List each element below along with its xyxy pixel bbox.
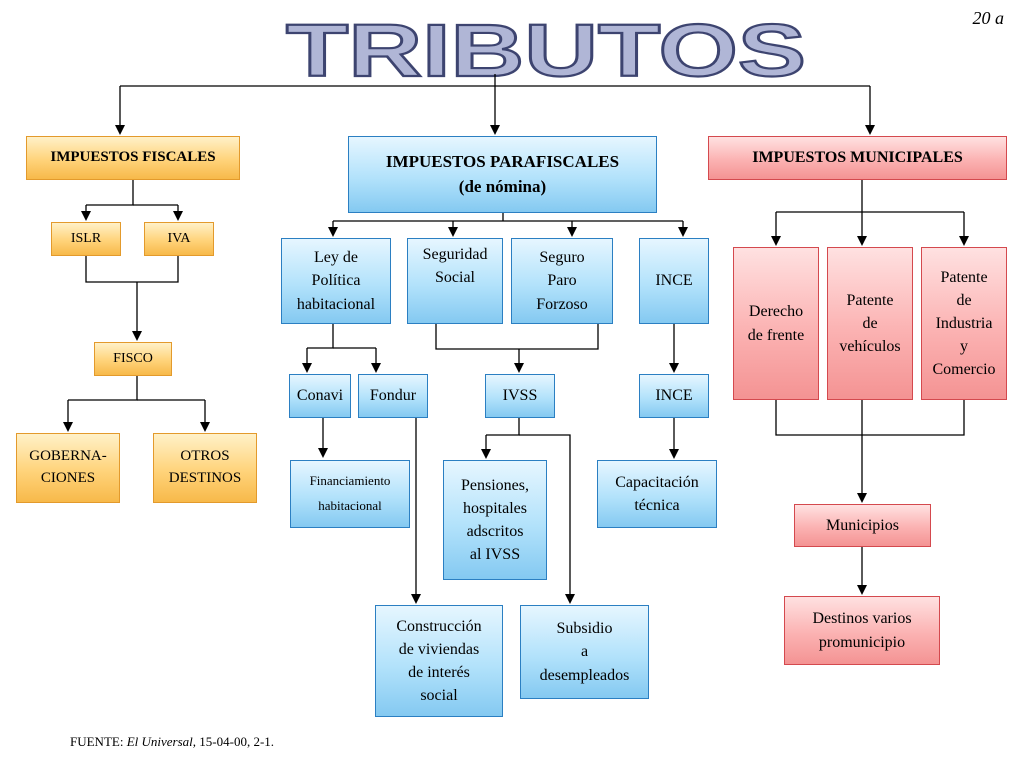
construccion-line-3: de interés: [408, 664, 470, 681]
de-nomina-label: (de nómina): [458, 176, 547, 196]
financiamiento-habitacional-box: Financiamiento habitacional: [290, 460, 410, 528]
pensiones-line-3: adscritos: [466, 523, 524, 540]
derecho-de-frente-box: Derecho de frente: [733, 247, 819, 400]
vehiculos-line-3: vehículos: [839, 338, 901, 356]
ley-line-3: habitacional: [296, 295, 376, 313]
otros-destinos-line-2: DESTINOS: [168, 470, 242, 486]
conavi-label: Conavi: [296, 387, 344, 405]
fondur-box: Fondur: [358, 374, 428, 418]
impuestos-fiscales-label: IMPUESTOS FISCALES: [50, 149, 216, 166]
seguridad-social-box: Seguridad Social: [407, 238, 503, 324]
iva-label: IVA: [167, 230, 191, 246]
ley-line-1: Ley de: [314, 249, 358, 267]
seguro-paro-forzoso-box: Seguro Paro Forzoso: [511, 238, 613, 324]
pensiones-line-1: Pensiones,: [461, 476, 529, 494]
source-note: FUENTE: El Universal, 15-04-00, 2-1.: [70, 734, 274, 750]
ince-label: INCE: [655, 272, 693, 290]
destinos-varios-box: Destinos varios promunicipio: [784, 596, 940, 665]
page-number: 20 a: [972, 8, 1005, 28]
ivss-label: IVSS: [502, 387, 538, 405]
seguro-line-3: Forzoso: [536, 295, 588, 313]
ince-box: INCE: [639, 238, 709, 324]
construccion-line-4: social: [420, 687, 458, 705]
pensiones-line-2: hospitales: [463, 499, 527, 517]
otros-destinos-line-1: OTROS: [180, 448, 230, 465]
destinos-line-2: promunicipio: [818, 633, 906, 651]
fondur-label: Fondur: [369, 387, 417, 405]
destinos-line-1: Destinos varios: [812, 610, 912, 628]
ince-destino-label: INCE: [655, 387, 693, 405]
municipios-box: Municipios: [794, 504, 931, 547]
fisco-box: FISCO: [94, 342, 172, 376]
ley-politica-habitacional-box: Ley de Política habitacional: [281, 238, 391, 324]
seguro-line-1: Seguro: [539, 249, 585, 267]
patente-vehiculos-box: Patente de vehículos: [827, 247, 913, 400]
construccion-viviendas-box: Construcción de viviendas de interés soc…: [375, 605, 503, 717]
gobernaciones-line-1: GOBERNA-: [29, 448, 107, 465]
vehiculos-line-1: Patente: [846, 291, 894, 309]
ley-line-2: Política: [311, 272, 361, 290]
capacitacion-line-2: técnica: [634, 497, 680, 514]
source-publication: El Universal,: [126, 734, 197, 749]
financiamiento-line-2: habitacional: [318, 498, 382, 513]
construccion-line-2: de viviendas: [398, 640, 480, 658]
impuestos-municipales-label: IMPUESTOS MUNICIPALES: [752, 149, 963, 167]
fisco-label: FISCO: [113, 350, 153, 366]
subsidio-line-1: Subsidio: [556, 620, 613, 638]
capacitacion-line-1: Capacitación: [615, 473, 699, 491]
impuestos-parafiscales-label: IMPUESTOS PARAFISCALES: [385, 151, 620, 171]
subsidio-line-3: desempleados: [539, 666, 630, 684]
gobernaciones-box: GOBERNA- CIONES: [16, 433, 120, 503]
industria-line-3: Industria: [935, 314, 993, 332]
pensiones-line-4: al IVSS: [469, 546, 521, 564]
conavi-box: Conavi: [289, 374, 351, 418]
industria-line-4: y: [960, 338, 968, 356]
financiamiento-line-1: Financiamiento: [309, 473, 391, 489]
title-wordart: TRIBUTOS: [285, 10, 807, 82]
seguridad-line-1: Seguridad: [422, 246, 488, 263]
capacitacion-tecnica-box: Capacitación técnica: [597, 460, 717, 528]
impuestos-municipales-box: IMPUESTOS MUNICIPALES: [708, 136, 1007, 180]
subsidio-desempleados-box: Subsidio a desempleados: [520, 605, 649, 699]
seguridad-line-2: Social: [435, 269, 475, 287]
derecho-line-1: Derecho: [748, 303, 804, 321]
industria-line-5: Comercio: [932, 361, 996, 379]
gobernaciones-line-2: CIONES: [40, 470, 96, 486]
patente-industria-comercio-box: Patente de Industria y Comercio: [921, 247, 1007, 400]
islr-label: ISLR: [70, 230, 102, 246]
municipios-label: Municipios: [826, 516, 899, 534]
otros-destinos-box: OTROS DESTINOS: [153, 433, 257, 503]
vehiculos-line-2: de: [862, 314, 878, 332]
ince-destino-box: INCE: [639, 374, 709, 418]
ivss-box: IVSS: [485, 374, 555, 418]
islr-box: ISLR: [51, 222, 121, 256]
source-label: FUENTE:: [70, 734, 124, 749]
impuestos-fiscales-box: IMPUESTOS FISCALES: [26, 136, 240, 180]
construccion-line-1: Construcción: [396, 617, 482, 635]
source-detail: 15-04-00, 2-1.: [199, 734, 275, 749]
seguro-line-2: Paro: [547, 272, 577, 290]
industria-line-1: Patente: [940, 268, 988, 286]
impuestos-parafiscales-box: IMPUESTOS PARAFISCALES (de nómina): [348, 136, 657, 213]
industria-line-2: de: [956, 291, 972, 309]
derecho-line-2: de frente: [747, 326, 805, 344]
iva-box: IVA: [144, 222, 214, 256]
title: TRIBUTOS: [286, 10, 806, 82]
subsidio-line-2: a: [580, 643, 589, 661]
pensiones-box: Pensiones, hospitales adscritos al IVSS: [443, 460, 547, 580]
